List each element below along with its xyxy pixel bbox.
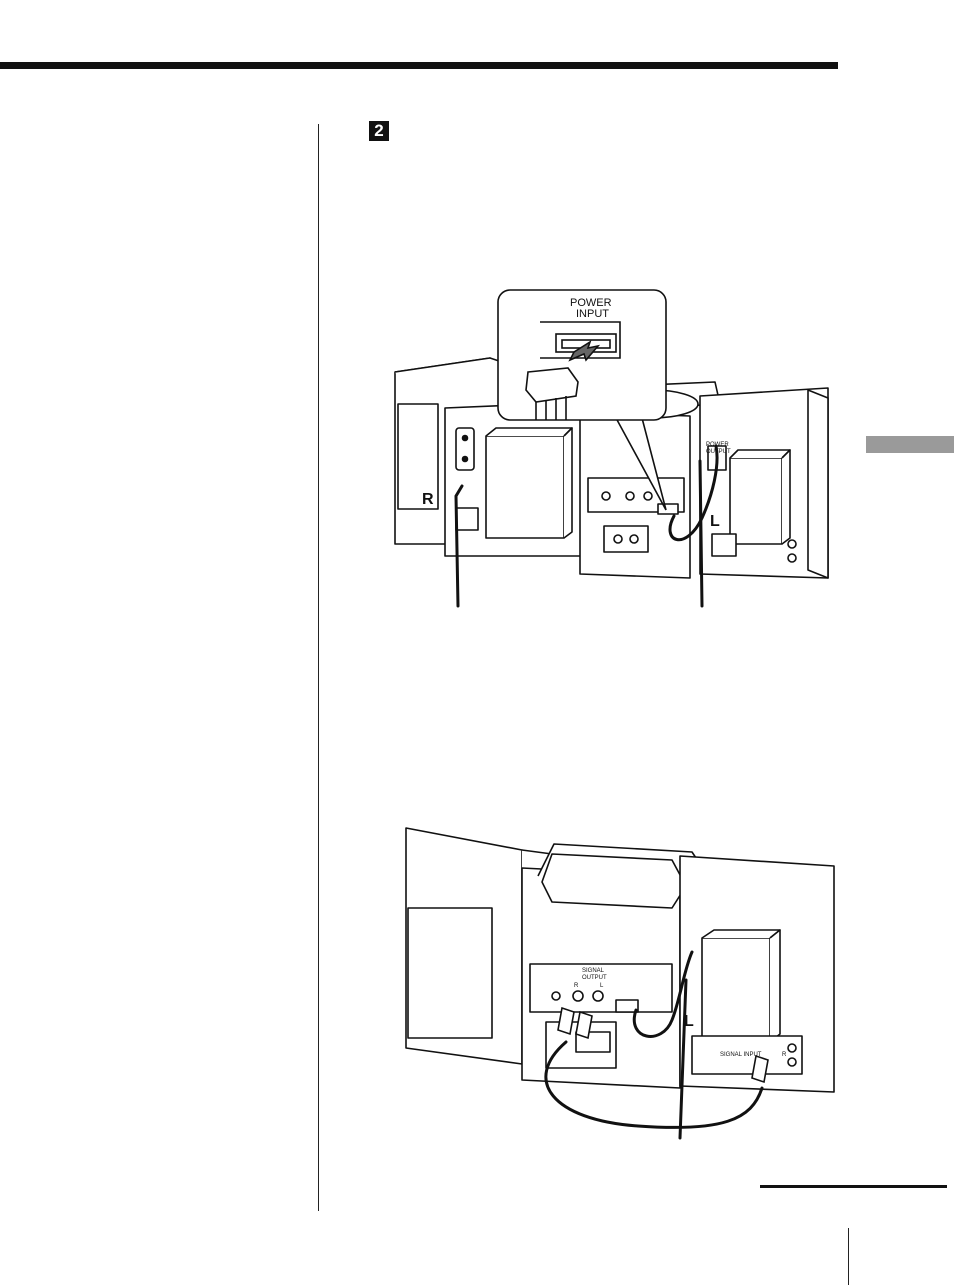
signal-input-panel <box>691 1035 803 1075</box>
audio-cable <box>544 1040 764 1129</box>
continued-rule <box>760 1185 947 1188</box>
signal-input-r-jack <box>787 1043 797 1053</box>
ac-power-cord <box>454 484 464 608</box>
signal-output-r-jack <box>572 990 584 1002</box>
adaptor-transformer <box>485 435 565 539</box>
rca-plug-input <box>751 1054 769 1084</box>
section-index-tab <box>866 436 954 453</box>
rca-plug-r <box>557 1006 575 1036</box>
signal-input-r-label: R <box>782 1052 787 1058</box>
main-unit-handle <box>541 853 687 909</box>
signal-output-l-jack <box>592 990 604 1002</box>
left-speaker-adaptor <box>729 457 783 545</box>
power-cable <box>632 950 694 1038</box>
power-connection-illustration: R L POWER OUTPUT POWER INPUT <box>394 289 829 608</box>
right-speaker-panel <box>397 403 439 510</box>
page-number-divider <box>848 1228 849 1285</box>
rca-plug-l <box>575 1010 593 1040</box>
signal-output-panel <box>529 963 673 1013</box>
speaker-terminal <box>603 525 649 553</box>
signal-input-label: SIGNAL INPUT <box>720 1052 762 1058</box>
ac-inlet <box>455 427 475 471</box>
power-output-label-1: POWER <box>706 442 729 448</box>
column-divider <box>318 124 319 1211</box>
header-rule <box>0 62 838 69</box>
signal-output-label-2: OUTPUT <box>582 975 607 981</box>
signal-output-l-label: L <box>600 983 604 989</box>
callout-label-line1: POWER <box>570 297 612 309</box>
callout-label-line2: INPUT <box>576 308 609 320</box>
left-speaker-adaptor <box>701 937 771 1043</box>
step-number-badge: 2 <box>369 121 389 141</box>
power-plug <box>525 367 579 403</box>
right-speaker-panel <box>407 907 493 1039</box>
signal-output-label-1: SIGNAL <box>582 968 605 974</box>
callout-pointer <box>615 417 667 511</box>
left-speaker-label: L <box>710 513 720 530</box>
insert-arrow <box>568 340 601 362</box>
signal-output-r-label: R <box>574 983 579 989</box>
right-speaker-label: R <box>422 491 434 508</box>
left-speaker-label: L <box>684 1013 694 1030</box>
power-output-label-2: OUTPUT <box>706 449 731 455</box>
signal-connection-illustration: SIGNAL OUTPUT R L SIGNAL INPUT R L <box>405 827 835 1140</box>
